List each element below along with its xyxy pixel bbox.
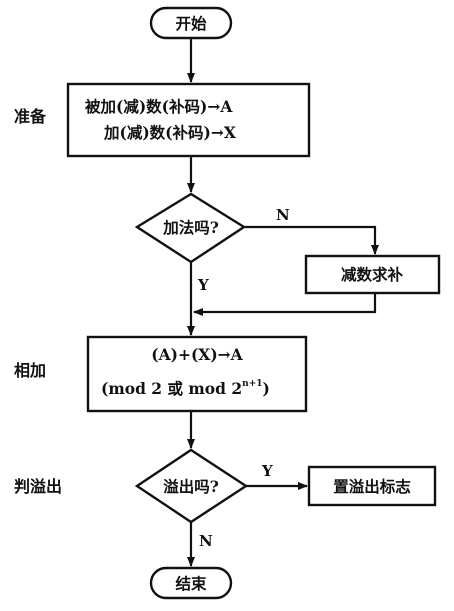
phase-label-add: 相加 [14,361,46,380]
add-line2-superscript: n+1 [242,379,262,389]
add-line2-main: (mod 2 或 mod 2 [101,379,242,398]
negate-box [304,254,441,295]
decision-add-label: 加法吗? [162,218,219,237]
set-flag-box [307,465,437,507]
edge-negate-to-main [193,293,377,316]
add-line1: (A)+(X)→A [151,345,243,364]
start-terminal [149,6,233,40]
edge-label-overflow-no: N [199,532,213,550]
add-line2: (mod 2 或 mod 2n+1) [101,379,270,398]
edge-decision-no-to-negate [244,225,379,255]
decision-overflow-diamond [134,448,249,524]
phase-label-prepare: 准备 [14,107,47,126]
decision-overflow-label: 溢出吗? [163,477,219,496]
set-flag-label: 置溢出标志 [333,477,411,496]
phase-label-overflow: 判溢出 [14,477,62,496]
add-line2-close: ) [263,379,270,398]
edge-label-overflow-yes: Y [261,462,273,480]
edge-label-add-no: N [276,206,290,224]
edge-label-add-yes: Y [197,276,209,294]
decision-add-diamond [134,192,247,264]
start-label: 开始 [175,14,207,33]
end-label: 结束 [174,574,207,593]
prepare-box [66,82,311,158]
negate-label: 减数求补 [341,265,404,284]
end-terminal [149,566,233,600]
prepare-line2: 加(减)数(补码)→X [103,123,237,142]
add-box [86,335,308,413]
prepare-line1: 被加(减)数(补码)→A [85,97,233,116]
